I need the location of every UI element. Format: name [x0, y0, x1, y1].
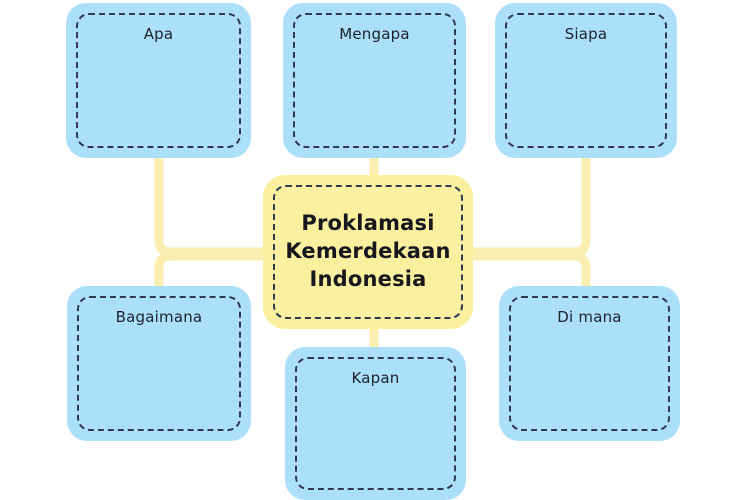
- branch-node-bagaimana-frame: Bagaimana: [77, 296, 241, 431]
- connector-bagaimana: [154, 251, 277, 305]
- branch-node-bagaimana-label: Bagaimana: [115, 308, 203, 326]
- connector-apa: [154, 150, 277, 257]
- branch-node-apa-label: Apa: [143, 25, 174, 43]
- branch-node-di-mana-frame: Di mana: [509, 296, 670, 431]
- branch-node-di-mana-label: Di mana: [557, 308, 622, 326]
- branch-node-bagaimana[interactable]: Bagaimana: [67, 286, 251, 441]
- branch-node-siapa-label: Siapa: [564, 25, 608, 43]
- branch-node-apa[interactable]: Apa: [66, 3, 251, 158]
- branch-node-siapa[interactable]: Siapa: [495, 3, 677, 158]
- branch-node-mengapa-label: Mengapa: [339, 25, 410, 43]
- branch-node-mengapa-frame: Mengapa: [293, 13, 456, 148]
- center-node-label: Proklamasi Kemerdekaan Indonesia: [285, 211, 451, 291]
- center-node-frame: Proklamasi Kemerdekaan Indonesia: [273, 185, 463, 319]
- branch-node-kapan[interactable]: Kapan: [285, 347, 466, 500]
- connector-di-mana: [461, 251, 591, 305]
- branch-node-kapan-frame: Kapan: [295, 357, 456, 490]
- connector-siapa: [461, 150, 591, 257]
- center-node[interactable]: Proklamasi Kemerdekaan Indonesia: [263, 175, 473, 329]
- branch-node-siapa-frame: Siapa: [505, 13, 667, 148]
- branch-node-kapan-label: Kapan: [351, 369, 400, 387]
- branch-node-apa-frame: Apa: [76, 13, 241, 148]
- branch-node-mengapa[interactable]: Mengapa: [283, 3, 466, 158]
- branch-node-di-mana[interactable]: Di mana: [499, 286, 680, 441]
